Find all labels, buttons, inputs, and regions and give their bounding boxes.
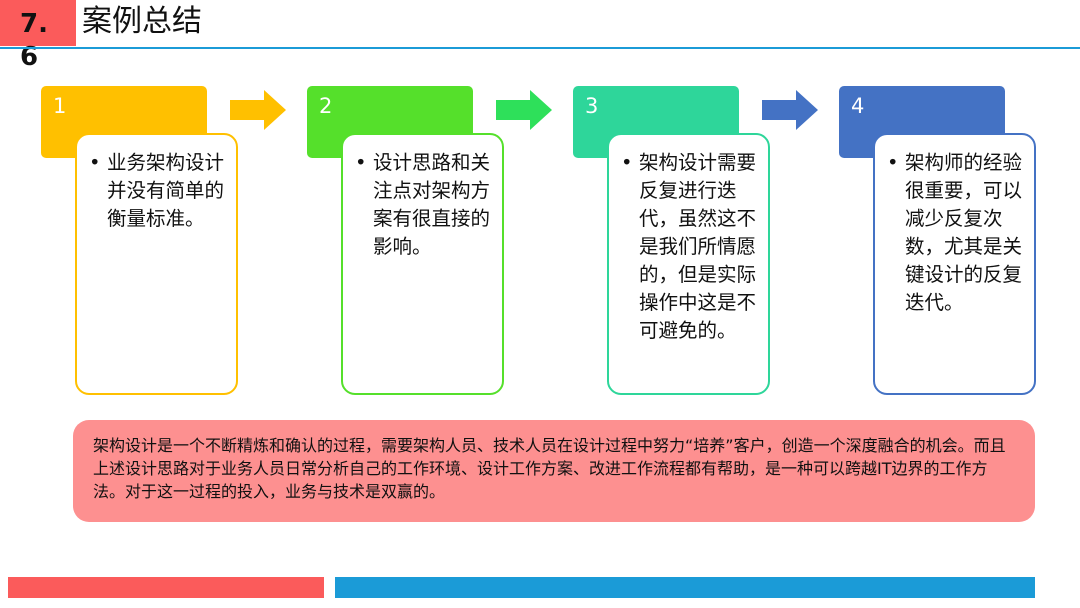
step-4-number: 4 bbox=[851, 94, 865, 118]
step-3-number: 3 bbox=[585, 94, 599, 118]
step-1-card: •业务架构设计并没有简单的衡量标准。 bbox=[75, 133, 238, 395]
step-3-text: 架构设计需要反复进行迭代，虽然这不是我们所情愿的，但是实际操作中这是不可避免的。 bbox=[639, 151, 757, 342]
footer-bar-red bbox=[8, 577, 324, 598]
arrow-right-icon bbox=[762, 90, 818, 130]
step-1-number: 1 bbox=[53, 94, 67, 118]
step-2-card: •设计思路和关注点对架构方案有很直接的影响。 bbox=[341, 133, 504, 395]
arrow-right-icon bbox=[230, 90, 286, 130]
summary-box: 架构设计是一个不断精炼和确认的过程，需要架构人员、技术人员在设计过程中努力“培养… bbox=[73, 420, 1035, 522]
step-2-text: 设计思路和关注点对架构方案有很直接的影响。 bbox=[373, 151, 491, 258]
step-4-text: 架构师的经验很重要，可以减少反复次数，尤其是关键设计的反复迭代。 bbox=[905, 151, 1023, 314]
footer-bar-blue bbox=[335, 577, 1035, 598]
step-4-card: •架构师的经验很重要，可以减少反复次数，尤其是关键设计的反复迭代。 bbox=[873, 133, 1036, 395]
section-badge bbox=[0, 0, 76, 46]
section-number: 7.6 bbox=[20, 9, 48, 72]
step-1-text: 业务架构设计并没有简单的衡量标准。 bbox=[107, 151, 225, 230]
step-2-number: 2 bbox=[319, 94, 333, 118]
page-title: 案例总结 bbox=[82, 4, 202, 39]
step-3-card: •架构设计需要反复进行迭代，虽然这不是我们所情愿的，但是实际操作中这是不可避免的… bbox=[607, 133, 770, 395]
header-divider bbox=[0, 47, 1080, 49]
arrow-right-icon bbox=[496, 90, 552, 130]
